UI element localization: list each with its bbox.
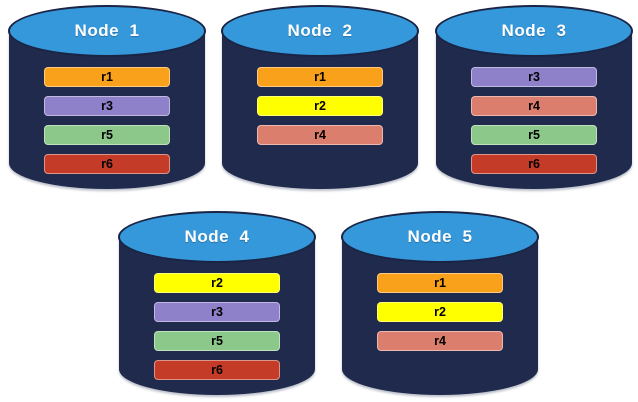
node-4-cylinder: Node 4 r2 r3 r5 r6 (118, 211, 316, 397)
replica-stack: r3 r4 r5 r6 (471, 67, 597, 174)
replica-bar-r6: r6 (44, 154, 170, 174)
node-5-cylinder: Node 5 r1 r2 r4 (341, 211, 539, 397)
cylinder-top: Node 1 (8, 5, 206, 57)
replica-bar-r4: r4 (377, 331, 503, 351)
node-title: Node 1 (74, 21, 140, 40)
replica-bar-r1: r1 (44, 67, 170, 87)
cylinder-top: Node 3 (435, 5, 633, 57)
node-title: Node 4 (184, 227, 250, 246)
replica-stack: r1 r2 r4 (257, 67, 383, 145)
replica-bar-r4: r4 (471, 96, 597, 116)
replica-bar-r6: r6 (154, 360, 280, 380)
replica-bar-r5: r5 (471, 125, 597, 145)
replica-bar-r3: r3 (471, 67, 597, 87)
replica-bar-r2: r2 (154, 273, 280, 293)
cylinder-top: Node 5 (341, 211, 539, 263)
replica-stack: r1 r2 r4 (377, 273, 503, 351)
node-title: Node 2 (287, 21, 353, 40)
replica-bar-r2: r2 (257, 96, 383, 116)
replica-stack: r1 r3 r5 r6 (44, 67, 170, 174)
replica-bar-r4: r4 (257, 125, 383, 145)
node-title: Node 3 (501, 21, 567, 40)
node-3-cylinder: Node 3 r3 r4 r5 r6 (435, 5, 633, 191)
replica-bar-r5: r5 (44, 125, 170, 145)
replica-bar-r1: r1 (257, 67, 383, 87)
replica-bar-r2: r2 (377, 302, 503, 322)
cylinder-top: Node 2 (221, 5, 419, 57)
replica-bar-r3: r3 (44, 96, 170, 116)
replica-bar-r5: r5 (154, 331, 280, 351)
replica-stack: r2 r3 r5 r6 (154, 273, 280, 380)
replica-bar-r3: r3 (154, 302, 280, 322)
node-2-cylinder: Node 2 r1 r2 r4 (221, 5, 419, 191)
node-1-cylinder: Node 1 r1 r3 r5 r6 (8, 5, 206, 191)
replica-bar-r6: r6 (471, 154, 597, 174)
cylinder-top: Node 4 (118, 211, 316, 263)
replica-bar-r1: r1 (377, 273, 503, 293)
node-title: Node 5 (407, 227, 473, 246)
